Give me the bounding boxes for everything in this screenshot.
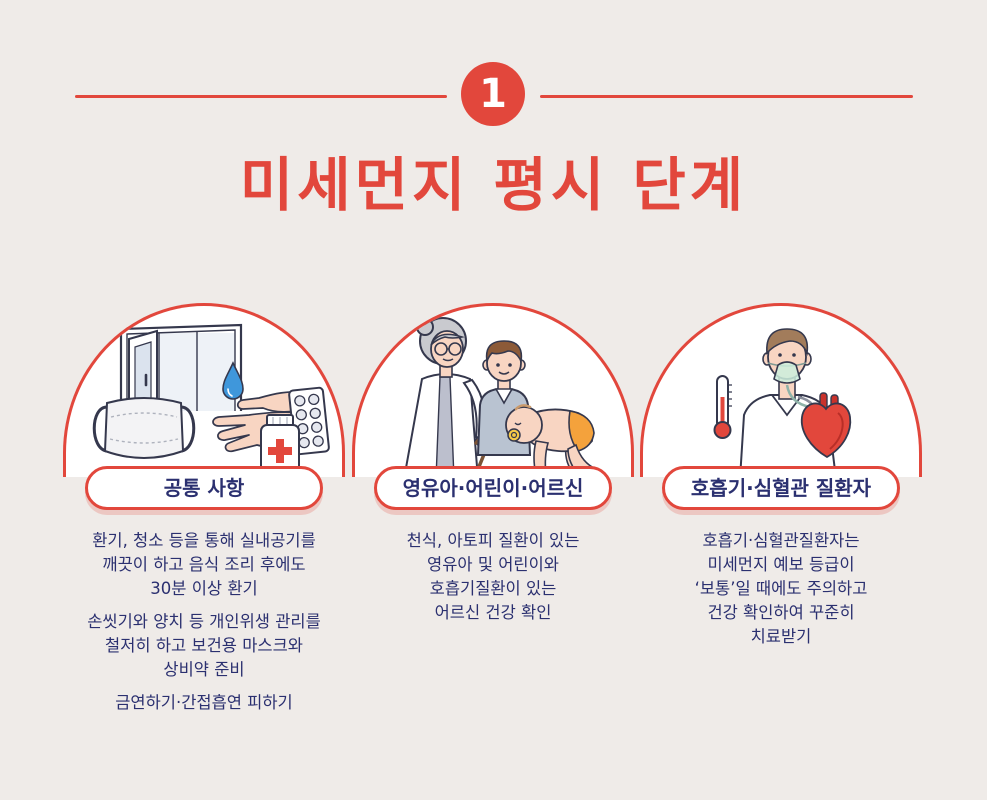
page-title: 미세먼지 평시 단계	[239, 151, 748, 219]
panel-vulnerable-groups: 영유아·어린이·어르신 천식, 아토피 질환이 있는 영유아 및 어린이와 호흡…	[352, 303, 634, 733]
pill-pack-icon	[288, 386, 330, 456]
description-line: 호흡기질환이 있는	[429, 579, 557, 598]
description-line: 30분 이상 환기	[150, 579, 258, 598]
boy-icon	[476, 340, 532, 456]
description-line: 깨끗이 하고 음식 조리 후에도	[102, 555, 306, 574]
description-line: 손씻기와 양치 등 개인위생 관리를	[87, 612, 321, 631]
description-line: 미세먼지 예보 등급이	[707, 555, 855, 574]
description-paragraph: 천식, 아토피 질환이 있는 영유아 및 어린이와 호흡기질환이 있는 어르신 …	[332, 529, 654, 625]
description-line: 천식, 아토피 질환이 있는	[406, 531, 580, 550]
oxygen-mask-icon	[767, 361, 811, 409]
description-paragraph: 호흡기·심혈관질환자는 미세먼지 예보 등급이 ‘보통’일 때에도 주의하고 건…	[620, 529, 942, 649]
panel-respiratory-cardiovascular-patients: 호흡기·심혈관 질환자 호흡기·심혈관질환자는 미세먼지 예보 등급이 ‘보통’…	[640, 303, 922, 733]
thermometer-icon	[713, 375, 732, 439]
description-line: 건강 확인하여 꾸준히	[707, 603, 855, 622]
panel-description: 환기, 청소 등을 통해 실내공기를 깨끗이 하고 음식 조리 후에도 30분 …	[43, 529, 365, 715]
heart-icon	[800, 392, 852, 459]
description-line: 환기, 청소 등을 통해 실내공기를	[92, 531, 316, 550]
description-line: 철저히 하고 보건용 마스크와	[105, 636, 303, 655]
description-line: 호흡기·심혈관질환자는	[702, 531, 860, 550]
illustration-arch	[352, 303, 634, 477]
window-icon	[119, 323, 243, 419]
header-divider-left	[75, 95, 447, 98]
description-paragraph: 손씻기와 양치 등 개인위생 관리를 철저히 하고 보건용 마스크와 상비약 준…	[43, 610, 365, 682]
description-line: ‘보통’일 때에도 주의하고	[694, 579, 868, 598]
vulnerable-groups-illustration	[403, 317, 599, 477]
mask-icon	[92, 397, 196, 459]
medicine-bottle-icon	[260, 414, 300, 477]
patients-illustration	[713, 328, 852, 477]
panel-description: 호흡기·심혈관질환자는 미세먼지 예보 등급이 ‘보통’일 때에도 주의하고 건…	[620, 529, 942, 649]
description-line: 어르신 건강 확인	[434, 603, 552, 622]
water-drop-icon	[222, 361, 244, 400]
description-paragraph: 환기, 청소 등을 통해 실내공기를 깨끗이 하고 음식 조리 후에도 30분 …	[43, 529, 365, 601]
step-number: 1	[479, 71, 507, 117]
grandmother-icon	[403, 317, 487, 477]
description-paragraph: 금연하기·간접흡연 피하기	[43, 691, 365, 715]
panel-common-guidelines: 공통 사항 환기, 청소 등을 통해 실내공기를 깨끗이 하고 음식 조리 후에…	[63, 303, 345, 733]
description-line: 상비약 준비	[163, 660, 245, 679]
common-guidelines-illustration	[92, 323, 330, 477]
description-line: 치료받기	[750, 627, 812, 646]
illustration-arch	[63, 303, 345, 477]
header-divider-right	[540, 95, 913, 98]
description-line: 영유아 및 어린이와	[427, 555, 559, 574]
description-line: 금연하기·간접흡연 피하기	[115, 693, 293, 712]
illustration-arch	[640, 303, 922, 477]
step-number-badge: 1	[461, 62, 525, 126]
panel-label: 공통 사항	[85, 466, 323, 510]
panel-label: 호흡기·심혈관 질환자	[662, 466, 900, 510]
panel-description: 천식, 아토피 질환이 있는 영유아 및 어린이와 호흡기질환이 있는 어르신 …	[332, 529, 654, 625]
panel-label: 영유아·어린이·어르신	[374, 466, 612, 510]
